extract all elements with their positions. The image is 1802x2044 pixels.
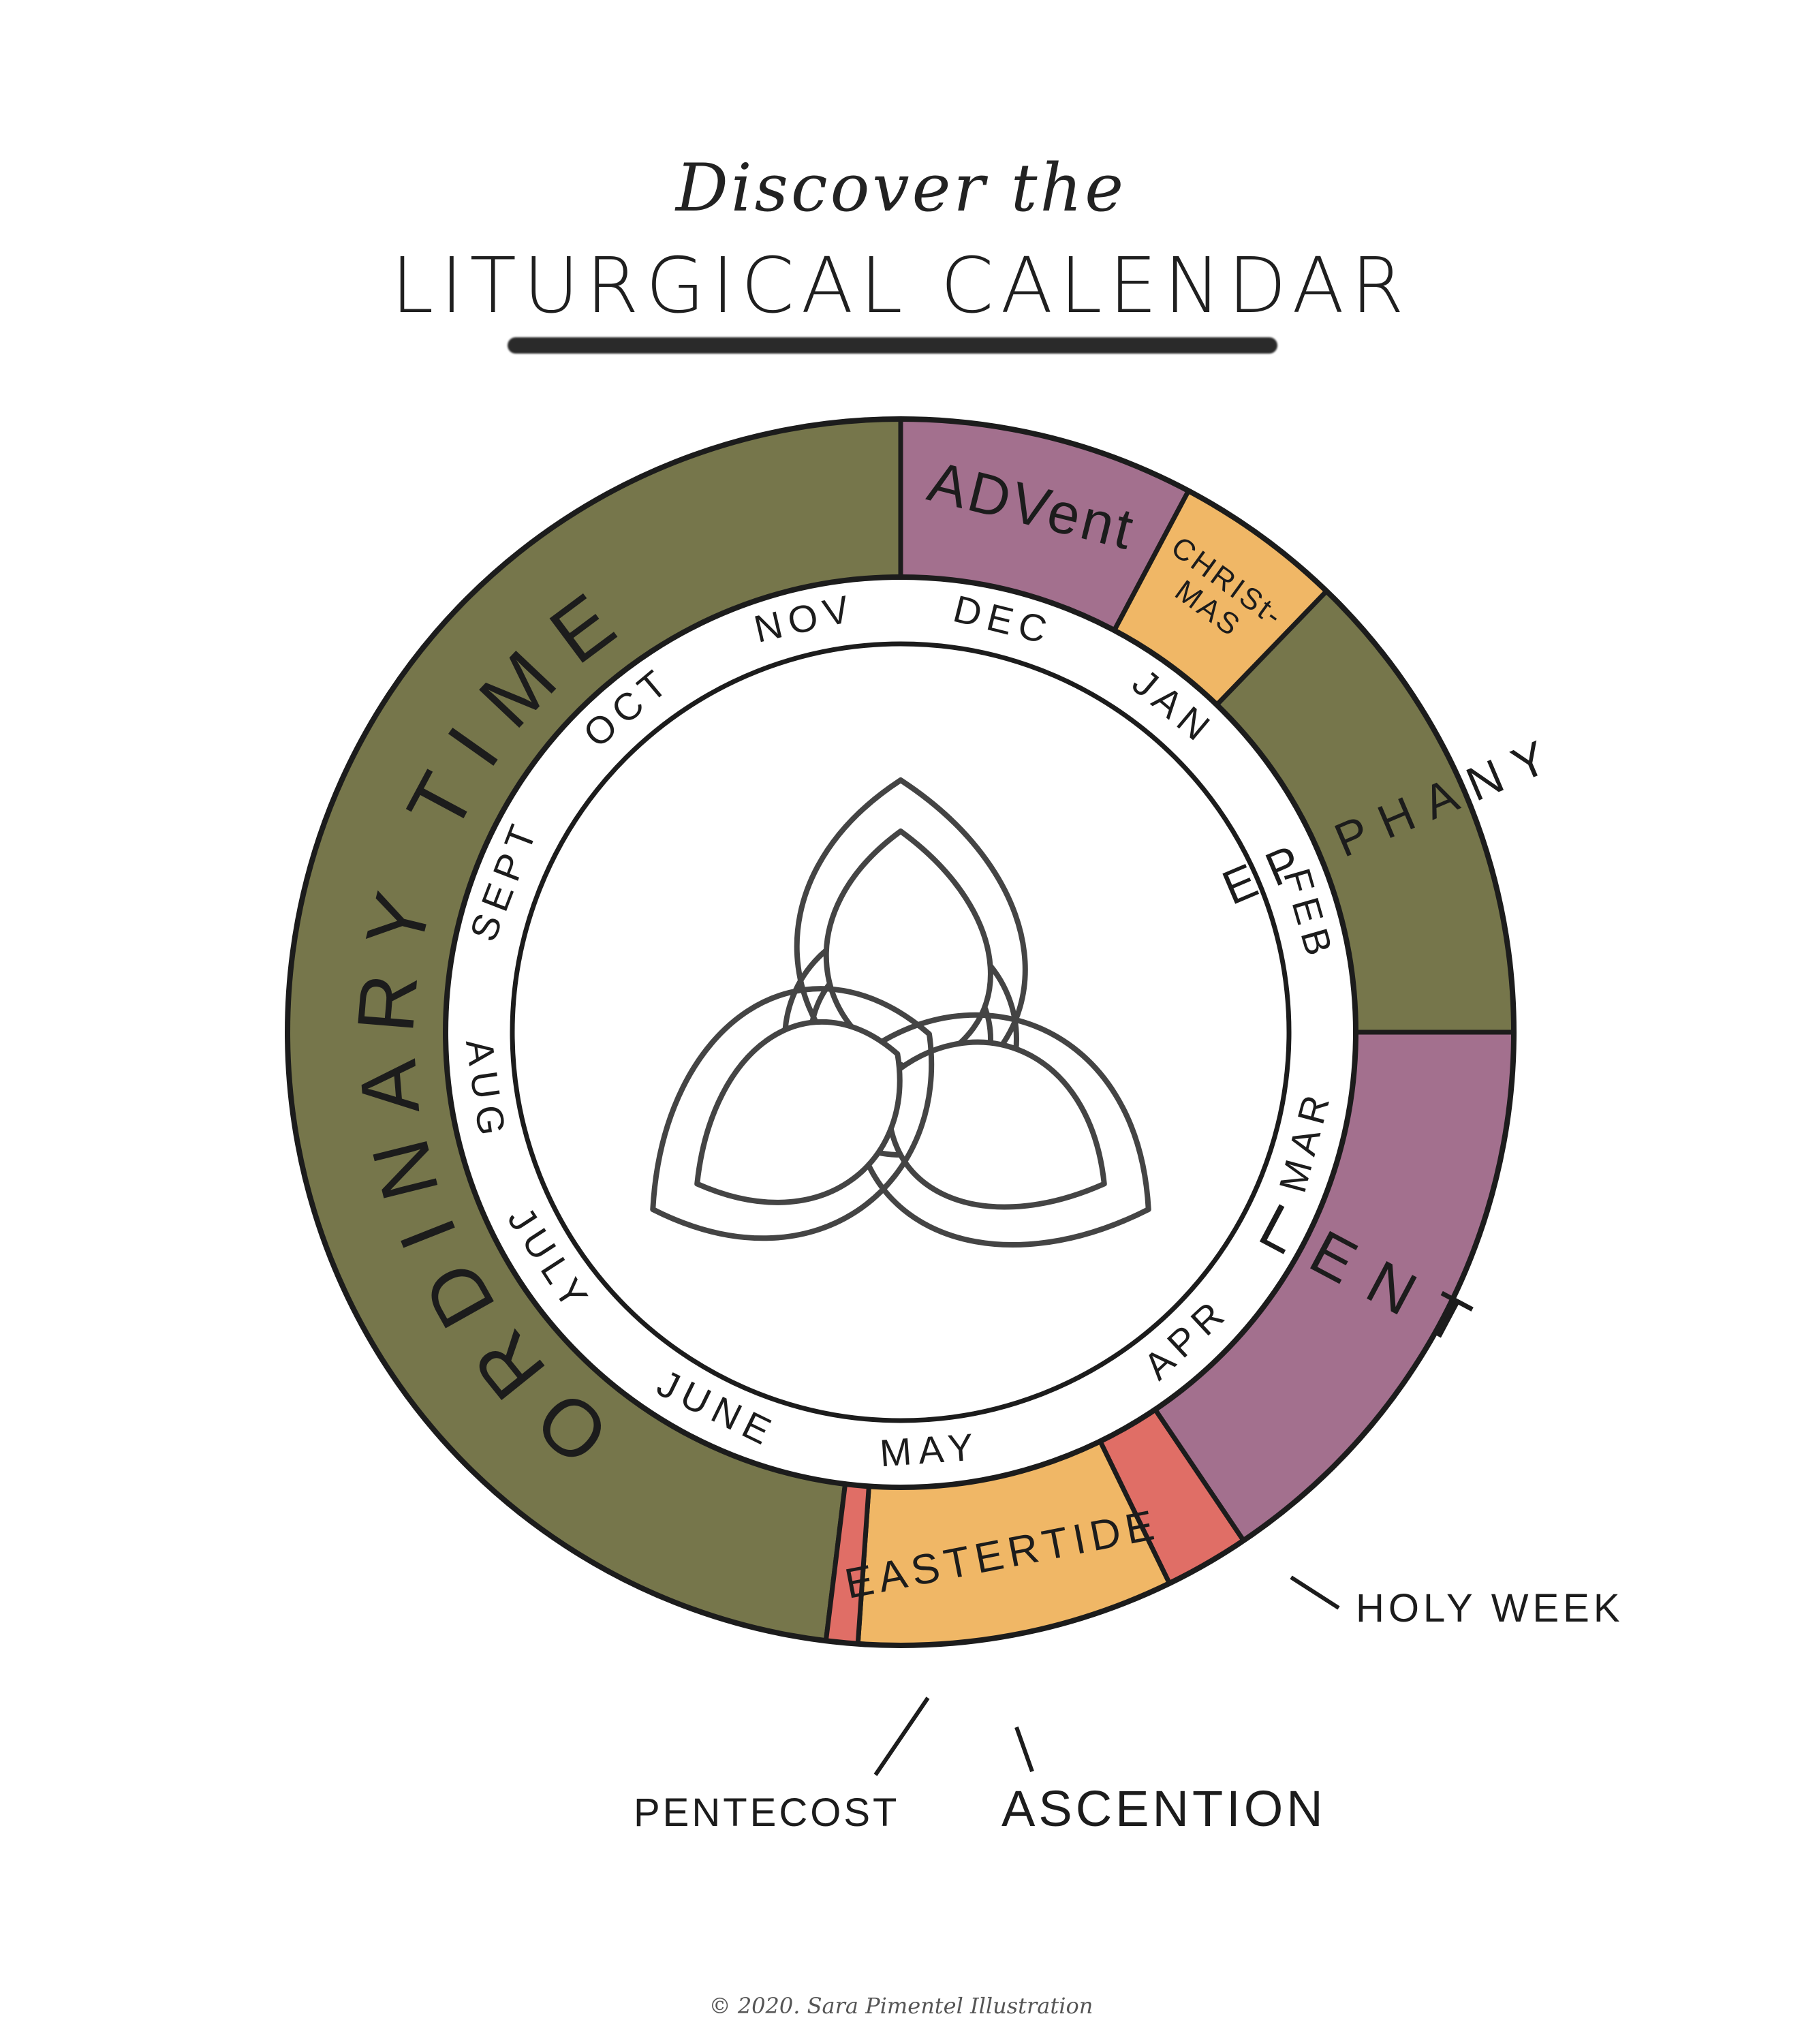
ascension-callout: ASCENTION (1001, 1780, 1326, 1837)
pentecost-callout: PENTECOST (634, 1791, 900, 1835)
ascension-leader (1014, 1726, 1034, 1773)
outer-ring (285, 416, 1517, 1648)
trinity-knot-icon (650, 777, 1151, 1248)
holy-week-leader (1290, 1575, 1340, 1610)
callouts: HOLY WEEK PENTECOST ASCENTION (634, 1575, 1624, 1837)
holy-week-callout: HOLY WEEK (1356, 1586, 1624, 1630)
month-label-may: MAY (878, 1425, 981, 1474)
knot-lobe (650, 986, 935, 1241)
pentecost-leader (873, 1697, 930, 1776)
credit-text: © 2020. Sara Pimentel Illustration (709, 1993, 1093, 2019)
header: Discover the LITURGICAL CALENDAR (0, 0, 1802, 382)
kicker-text: Discover the (675, 150, 1127, 226)
knot-lobe (794, 777, 1028, 1110)
page-title: LITURGICAL CALENDAR (391, 242, 1411, 330)
title-underline (508, 337, 1277, 354)
